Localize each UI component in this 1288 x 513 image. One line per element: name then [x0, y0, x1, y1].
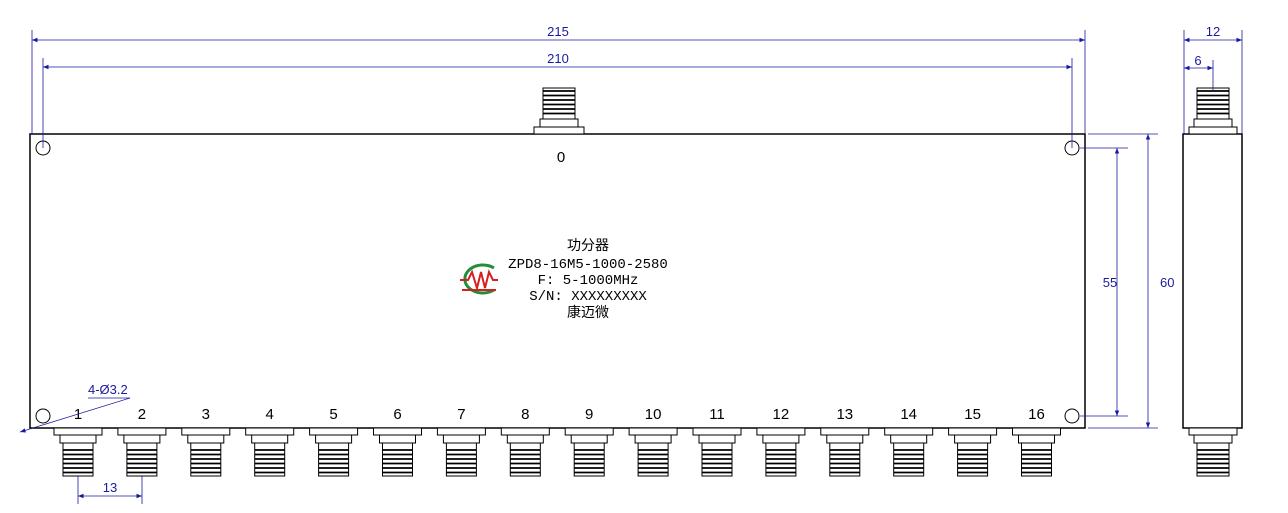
output-port-label: 3 — [202, 406, 210, 423]
output-connector — [692, 427, 742, 477]
output-port-label: 8 — [521, 406, 529, 423]
mounting-hole — [1064, 408, 1080, 424]
output-port-label: 4 — [266, 406, 274, 423]
input-port-label: 0 — [557, 149, 565, 166]
output-connector — [564, 427, 614, 477]
output-port-label: 16 — [1028, 406, 1045, 423]
dim-13: 13 — [103, 480, 117, 495]
side-top-connector — [1188, 87, 1238, 135]
dim-210: 210 — [547, 51, 569, 66]
dim-55: 55 — [1103, 275, 1117, 290]
dim-12: 12 — [1206, 24, 1220, 39]
output-connector — [117, 427, 167, 477]
output-port-label: 1 — [74, 406, 82, 423]
label-title: 功分器 — [567, 238, 609, 254]
output-connectors — [53, 427, 1061, 477]
output-connector — [309, 427, 359, 477]
output-connector — [53, 427, 103, 477]
output-connector — [884, 427, 934, 477]
output-port-label: 12 — [773, 406, 790, 423]
output-port-label: 9 — [585, 406, 593, 423]
output-port-label: 11 — [709, 406, 725, 423]
output-connector — [948, 427, 998, 477]
dimension-lines — [19, 30, 1243, 504]
output-connector — [245, 427, 295, 477]
label-brand: 康迈微 — [567, 304, 609, 321]
output-port-label: 14 — [900, 406, 917, 423]
output-connector — [1012, 427, 1061, 477]
label-model: ZPD8-16M5-1000-2580 — [508, 257, 668, 273]
output-port-label: 2 — [138, 406, 146, 423]
output-connector — [373, 427, 422, 477]
label-freq: F: 5-1000MHz — [538, 273, 639, 289]
mounting-hole — [35, 408, 51, 424]
brand-logo — [460, 263, 498, 295]
dim-6: 6 — [1194, 53, 1201, 68]
input-connector — [533, 87, 585, 135]
output-port-label: 15 — [964, 406, 981, 423]
product-label: 功分器 ZPD8-16M5-1000-2580 F: 5-1000MHz S/N… — [508, 238, 668, 321]
side-view-body — [1182, 133, 1243, 429]
output-connector — [756, 427, 806, 477]
output-connector — [500, 427, 550, 477]
output-port-label: 10 — [645, 406, 662, 423]
output-port-label: 5 — [329, 406, 337, 423]
output-port-label: 6 — [393, 406, 401, 423]
output-port-label: 13 — [836, 406, 853, 423]
dim-60: 60 — [1160, 275, 1174, 290]
dim-215: 215 — [547, 24, 569, 39]
dim-holes: 4-Ø3.2 — [88, 382, 128, 397]
label-serial: S/N: XXXXXXXXX — [529, 289, 647, 305]
output-port-label: 7 — [457, 406, 465, 423]
output-connector — [436, 427, 486, 477]
output-connector — [820, 427, 870, 477]
output-connector — [628, 427, 678, 477]
hole-leader — [19, 397, 131, 433]
output-connector — [181, 427, 231, 477]
side-bottom-connector — [1188, 427, 1238, 477]
